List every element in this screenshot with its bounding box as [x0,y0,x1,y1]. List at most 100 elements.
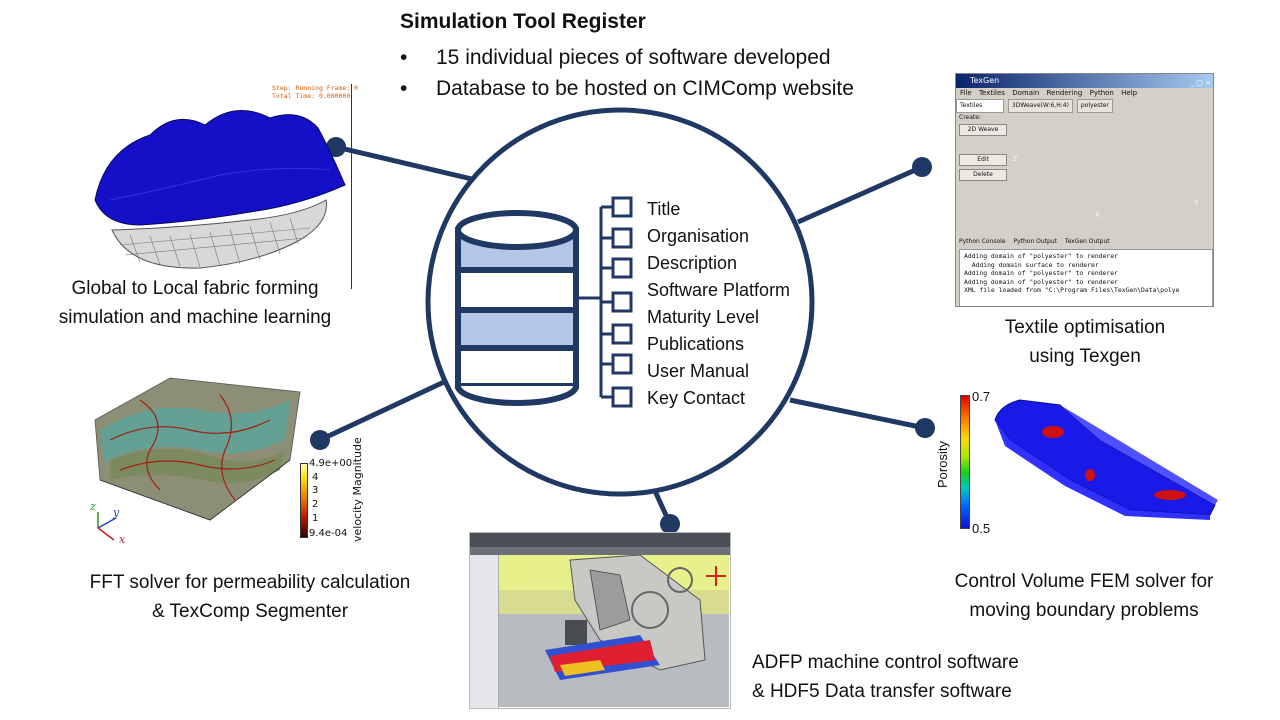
texgen-side-panel: Create: 2D Weave Edit Delete [959,114,1007,304]
field-maturity-level: Maturity Level [647,307,760,327]
porosity-hotspot [1154,490,1186,500]
window-controls[interactable]: _ □ × [1190,79,1211,87]
dot-adfp [660,514,680,534]
connector-lines [318,144,926,526]
caption-line: FFT solver for permeability calculation [89,572,411,593]
tab-polyester[interactable]: polyester [1076,99,1113,113]
field-tree-connector [576,205,613,399]
bullet-text: 15 individual pieces of software develop… [436,46,831,69]
caption-line: ADFP machine control software [752,652,1019,673]
field-title: Title [647,199,681,219]
console-line: Adding domain surface to renderer [964,260,1099,269]
porosity-min: 0.5 [972,521,991,536]
bullet-glyph: • [400,77,408,100]
menu-python[interactable]: Python [1089,89,1114,97]
status-line: Total Time: 0.000000 [272,92,351,100]
edit-button[interactable]: Edit [959,154,1007,166]
fft-axes-triad [97,512,117,541]
velocity-tick: 9.4e-04 [309,528,348,539]
bullet-glyph: • [400,46,408,69]
tab-3dweave[interactable]: 3DWeave(W:6,H:4) [1007,99,1073,113]
menu-textiles[interactable]: Textiles [978,89,1005,97]
porosity-hotspot [1042,426,1064,438]
velocity-colorbar [300,463,308,538]
simulation-status: Step: Running Frame: 0 Total Time: 0.000… [272,84,358,100]
velocity-tick: 1 [312,513,319,524]
bullet-text: Database to be hosted on CIMComp website [436,77,854,100]
texgen-output-tabs: Python Console Python Output TexGen Outp… [959,237,1208,247]
caption-line: & HDF5 Data transfer software [752,681,1012,702]
caption-line: Textile optimisation [1004,317,1166,338]
dot-fabric-forming [326,137,346,157]
caption-line: Control Volume FEM solver for [954,571,1214,592]
header-bullets: • 15 individual pieces of software develo… [400,42,854,104]
status-line: Step: Running Frame: 0 [272,84,359,92]
field-organisation: Organisation [647,226,750,246]
field-publications: Publications [647,334,745,354]
dot-texgen [912,157,932,177]
console-line: XML file loaded from "C:\Program Files\T… [964,286,1180,294]
tab-python-output[interactable]: Python Output [1013,238,1057,245]
field-user-manual: User Manual [647,361,750,381]
porosity-legend-title: Porosity [935,441,950,488]
velocity-tick: 4 [312,472,319,483]
axis-y-label: Y [1194,200,1199,207]
adfp-toolbar-secondary [470,547,730,555]
connector-fft-solver [318,379,446,443]
delete-button[interactable]: Delete [959,169,1007,181]
menu-file[interactable]: File [960,89,972,97]
field-key-contact: Key Contact [647,388,746,408]
caption-texgen: Textile optimisation using Texgen [960,313,1210,371]
field-box [611,353,633,375]
cv-fem-render [994,399,1218,520]
caption-line: simulation and machine learning [58,307,332,328]
axis-z-label: Z [1013,156,1018,163]
caption-line: & TexComp Segmenter [151,601,349,622]
field-box [611,227,633,249]
field-software-platform: Software Platform [647,280,791,300]
texgen-3d-view[interactable]: Z X Y [1009,114,1207,234]
adfp-render [498,554,729,707]
dot-cv-fem [915,418,935,438]
2d-weave-button[interactable]: 2D Weave [959,124,1007,136]
velocity-legend-title: velocity Magnitude [351,437,364,542]
window-title: TexGen [970,76,1000,85]
caption-line: moving boundary problems [969,600,1199,621]
tab-python-console[interactable]: Python Console [959,238,1006,245]
velocity-tick: 4.9e+00 [309,458,353,469]
texgen-console[interactable]: Adding domain of "polyester" to renderer… [959,249,1213,306]
menu-rendering[interactable]: Rendering [1046,89,1083,97]
caption-cv-fem: Control Volume FEM solver for moving bou… [925,567,1243,625]
tab-texgen-output[interactable]: TexGen Output [1064,238,1110,245]
connector-texgen [796,164,924,225]
console-line: Adding domain of "polyester" to renderer [964,269,1118,277]
texgen-tabs: Textiles 3DWeave(W:6,H:4) polyester [956,99,1213,113]
caption-adfp: ADFP machine control software & HDF5 Dat… [752,648,1019,706]
texgen-window: TexGen _ □ × File Textiles Domain Render… [955,73,1214,307]
menu-help[interactable]: Help [1121,89,1138,97]
bullet-item: • Database to be hosted on CIMComp websit… [400,73,854,104]
field-description: Description [647,253,738,273]
fabric-forming-render [94,109,346,269]
adfp-screenshot [469,532,731,709]
axis-x-label: X [1095,212,1100,219]
menu-domain[interactable]: Domain [1012,89,1040,97]
porosity-hotspot [1085,469,1095,481]
velocity-tick: 3 [312,485,319,496]
textiles-combo[interactable]: Textiles [956,99,1004,113]
adfp-left-panel [470,555,499,708]
texgen-menubar: File Textiles Domain Rendering Python He… [956,88,1213,99]
field-box [611,257,633,279]
dot-fft-solver [310,430,330,450]
field-box [611,386,633,408]
caption-line: Global to Local fabric forming [71,278,319,299]
fft-axis-z: z [90,500,96,513]
fft-solver-render [94,377,301,541]
console-line: Adding domain of "polyester" to renderer [964,252,1118,260]
field-box [611,323,633,345]
connector-dots [310,137,935,534]
caption-fft-solver: FFT solver for permeability calculation … [45,568,455,626]
caption-line: using Texgen [1029,346,1141,367]
porosity-max: 0.7 [972,389,991,404]
database-field-list: Title Organisation Description Software … [647,196,790,412]
